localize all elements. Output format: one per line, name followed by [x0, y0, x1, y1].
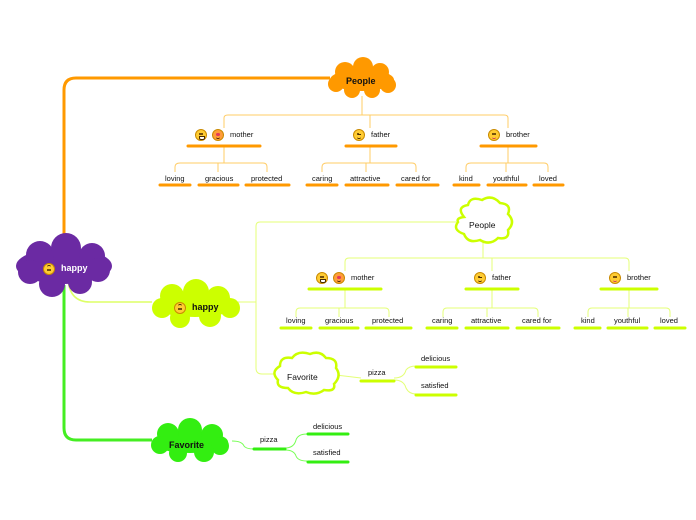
- connector-root-favorite: [62, 285, 152, 442]
- trait[interactable]: attractive: [471, 316, 502, 325]
- happy-node-label[interactable]: happy: [192, 302, 219, 312]
- people-orange-underlines: [158, 144, 565, 187]
- people-outline-node-label[interactable]: People: [469, 220, 496, 230]
- quality[interactable]: delicious: [421, 354, 451, 363]
- cloud-favorite-outline: [273, 351, 340, 395]
- people-orange-connectors: [174, 96, 549, 172]
- favorite-outline-node-label[interactable]: Favorite: [287, 372, 318, 382]
- member-brother[interactable]: brother: [506, 130, 530, 139]
- hearts-face-icon: [333, 272, 345, 284]
- cloud-favorite: [151, 418, 229, 462]
- quality[interactable]: satisfied: [313, 448, 341, 457]
- grinning-face-icon: [316, 272, 328, 284]
- favorite-item[interactable]: pizza: [260, 435, 278, 444]
- trait[interactable]: cared for: [401, 174, 431, 183]
- quality[interactable]: satisfied: [421, 381, 449, 390]
- trait[interactable]: gracious: [205, 174, 234, 183]
- trait[interactable]: protected: [372, 316, 404, 325]
- winking-face-icon: [474, 272, 486, 284]
- trait[interactable]: loved: [539, 174, 557, 183]
- trait[interactable]: attractive: [350, 174, 381, 183]
- member-brother[interactable]: brother: [627, 273, 651, 282]
- grinning-face-icon: [195, 129, 207, 141]
- favorite-connectors: [231, 433, 308, 462]
- hearts-face-icon: [212, 129, 224, 141]
- cloud-happy: [152, 279, 240, 328]
- trait[interactable]: caring: [432, 316, 453, 325]
- favorite-node-label[interactable]: Favorite: [169, 440, 205, 450]
- cloud-root: [16, 233, 112, 297]
- trait[interactable]: youthful: [493, 174, 520, 183]
- connector-root-people: [62, 76, 330, 248]
- favorite-item[interactable]: pizza: [368, 368, 386, 377]
- member-mother[interactable]: mother: [351, 273, 375, 282]
- trait[interactable]: loving: [286, 316, 306, 325]
- favorite-underlines: [252, 432, 350, 464]
- trait[interactable]: youthful: [614, 316, 641, 325]
- member-mother[interactable]: mother: [230, 130, 254, 139]
- tongue-face-icon: [488, 129, 500, 141]
- cloud-people-outline: [454, 196, 514, 244]
- tongue-face-icon: [609, 272, 621, 284]
- trait[interactable]: kind: [581, 316, 595, 325]
- upside-down-face-icon: [43, 263, 55, 275]
- winking-face-icon: [353, 129, 365, 141]
- trait[interactable]: gracious: [325, 316, 354, 325]
- trait[interactable]: loved: [660, 316, 678, 325]
- upside-down-face-icon: [174, 302, 186, 314]
- member-father[interactable]: father: [371, 130, 391, 139]
- trait[interactable]: loving: [165, 174, 185, 183]
- trait[interactable]: protected: [251, 174, 283, 183]
- cloud-people: [328, 57, 396, 98]
- happy-connectors: [238, 221, 671, 395]
- member-father[interactable]: father: [492, 273, 512, 282]
- quality[interactable]: delicious: [313, 422, 343, 431]
- happy-underlines: [279, 287, 687, 397]
- trait[interactable]: caring: [312, 174, 333, 183]
- root-label[interactable]: happy: [61, 263, 88, 273]
- trait[interactable]: kind: [459, 174, 473, 183]
- people-node-label[interactable]: People: [346, 76, 376, 86]
- trait[interactable]: cared for: [522, 316, 552, 325]
